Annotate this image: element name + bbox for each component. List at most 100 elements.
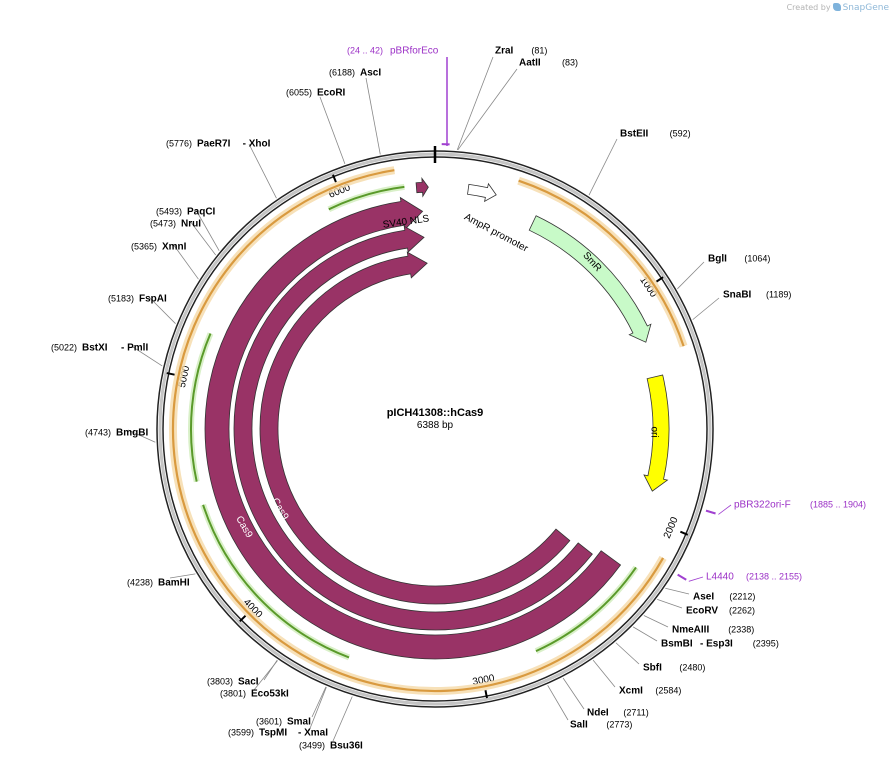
site-name: PaeR7I <box>197 139 231 150</box>
primer-name: pBR322ori-F <box>734 500 791 511</box>
orf-arcs <box>169 166 688 695</box>
site-name: XmnI <box>162 242 187 253</box>
site-position: (5365) <box>131 241 157 251</box>
site-bamhi: BamHI (4238) <box>127 577 190 588</box>
site-name: AscI <box>360 68 381 79</box>
primer-leader <box>688 576 704 582</box>
tick-mark <box>484 689 488 699</box>
site-fspai: FspAI (5183) <box>108 293 167 304</box>
site-bsu36i: Bsu36I(3499) <box>299 740 363 751</box>
brand-name: SnapGene <box>842 3 889 13</box>
site-position: (5473) <box>150 218 176 228</box>
site-name: SbfI <box>643 663 662 674</box>
site-leader <box>665 587 690 595</box>
site-name: BglI <box>708 254 727 265</box>
site-position: (5022) <box>51 342 77 352</box>
primer-pbr322ori: pBR322ori-F(1885 .. 1904) <box>705 499 866 515</box>
site-bmgbi: BmgBI(4743) <box>85 427 148 438</box>
site-xmni: XmnI (5365) <box>131 241 187 252</box>
site-leader <box>132 346 163 367</box>
site-position: (3601) <box>256 716 282 726</box>
site-leader <box>308 686 327 732</box>
site-leader <box>615 642 640 665</box>
site-name: SalI <box>570 720 588 731</box>
tick-mark <box>239 614 247 623</box>
site-name: AatII <box>519 58 541 69</box>
primer-l4440: L4440(2138 .. 2155) <box>677 571 802 583</box>
site-asei: AseI(2212) <box>693 591 755 602</box>
site-name: BsmBI <box>661 639 693 650</box>
site-leader <box>319 96 346 165</box>
site-name: AseI <box>693 592 714 603</box>
site-leader <box>692 297 720 320</box>
site-name: EcoRI <box>317 88 346 99</box>
orf-arc <box>535 566 637 653</box>
tick-mark <box>166 372 175 376</box>
site-position: (83) <box>562 57 578 67</box>
feature-arrow-smr <box>528 215 652 343</box>
site-paer7i: PaeR7I- XhoI(5776) <box>166 138 271 149</box>
plasmid-size: 6388 bp <box>417 420 454 431</box>
site-leader <box>457 68 518 151</box>
site-ecori: EcoRI(6055) <box>286 87 346 98</box>
tick-mark <box>332 174 337 183</box>
tick-mark <box>655 276 664 283</box>
site-leader <box>456 56 494 151</box>
site-position: (81) <box>531 45 547 55</box>
site-name: BamHI <box>158 578 190 589</box>
site-alt-name: - PmlI <box>121 343 148 354</box>
primer-mark <box>705 509 716 515</box>
site-bsteii: BstEII (592) <box>620 128 691 139</box>
primer-name: pBRforEco <box>390 46 439 57</box>
site-name: SnaBI <box>723 290 752 301</box>
credit-prefix: Created by <box>786 3 831 12</box>
site-name: NdeI <box>587 708 609 719</box>
site-position: (2262) <box>729 605 755 615</box>
feature-arrow-cas9-c <box>259 251 571 605</box>
site-eco53ki: Eco53kI(3801) <box>220 688 289 699</box>
site-leader <box>169 573 196 579</box>
site-position: (2773) <box>606 719 632 729</box>
site-position: (1189) <box>766 289 791 299</box>
site-leader <box>657 598 683 609</box>
site-name: SacI <box>238 677 259 688</box>
primer-name: L4440 <box>706 572 734 583</box>
site-aatii: AatII (83) <box>519 57 578 68</box>
site-leader <box>632 626 658 642</box>
site-leader <box>643 615 669 628</box>
site-leader <box>677 261 705 290</box>
site-saci: SacI(3803) <box>207 676 259 687</box>
site-name: BstEII <box>620 129 649 140</box>
site-alt-name: - XhoI <box>243 139 271 150</box>
primer-mark <box>677 573 687 581</box>
primer-position: (24 .. 42) <box>347 45 383 55</box>
site-leader <box>311 686 327 718</box>
site-leader <box>562 677 585 710</box>
site-name: FspAI <box>139 294 167 305</box>
snapgene-logo-icon <box>832 3 841 11</box>
site-position: (5183) <box>108 293 134 303</box>
site-name: PaqCI <box>187 207 216 218</box>
site-position: (592) <box>670 128 691 138</box>
site-position: (2480) <box>679 662 705 672</box>
tick-label: 2000 <box>662 515 681 540</box>
site-name: BstXI <box>82 343 108 354</box>
site-position: (2338) <box>728 624 754 634</box>
site-bstxi: BstXI - PmlI (5022) <box>51 342 148 353</box>
site-name: NmeAIII <box>672 625 709 636</box>
site-alt-name: - Esp3I <box>700 639 733 650</box>
feature-label-ampr-promoter: AmpR promoter <box>462 212 530 255</box>
site-bgli: BglI(1064) <box>708 253 770 264</box>
site-leader <box>127 429 156 443</box>
site-smai: SmaI(3601) <box>256 716 311 727</box>
tick-mark <box>679 530 689 536</box>
orf-arc <box>518 179 685 347</box>
orf-arc <box>328 185 405 211</box>
site-position: (4238) <box>127 577 153 587</box>
orf-arc <box>202 504 350 659</box>
site-tspmi: TspMI- XmaI(3599) <box>228 727 328 738</box>
site-nmeaiii: NmeAIII (2338) <box>672 624 754 635</box>
feature-arrow-cas9-b <box>233 225 593 631</box>
site-snabi: SnaBI (1189) <box>723 289 791 300</box>
